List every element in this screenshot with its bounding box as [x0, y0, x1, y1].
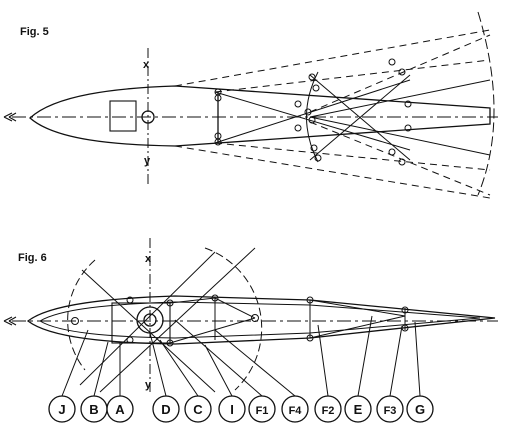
fig6-truss [169, 297, 406, 344]
fig6-callouts: J B A D C I F1 F4 F2 E F3 G [48, 395, 434, 423]
callout-label: D [161, 402, 170, 417]
callout-label: C [193, 402, 203, 417]
callout-circle [152, 395, 180, 423]
callout-label: F4 [289, 405, 303, 417]
callout-g: G [406, 395, 434, 423]
callout-label: I [230, 402, 234, 417]
callout-b: B [80, 395, 108, 423]
callout-label: F3 [384, 405, 397, 417]
fig6-dashed-arc-right [204, 247, 263, 391]
callout-f3: F3 [376, 395, 404, 423]
callout-circle [184, 395, 212, 423]
callout-circle [48, 395, 76, 423]
fig6-leader-lines [61, 315, 421, 397]
callout-e: E [344, 395, 372, 423]
callout-label: A [115, 402, 125, 417]
fig6-direction-arrow [3, 316, 17, 326]
callout-circle [406, 395, 434, 423]
callout-circle [248, 395, 276, 423]
callout-label: F2 [322, 405, 335, 417]
fig6-inner-outline [39, 301, 481, 339]
callout-label: J [58, 402, 65, 417]
callout-label: B [89, 402, 98, 417]
fig5-rectangle [109, 100, 137, 132]
callout-circle [281, 395, 309, 423]
callout-j: J [48, 395, 76, 423]
fig5-direction-arrow [3, 112, 17, 122]
callout-c: C [184, 395, 212, 423]
fig5-arc [477, 11, 495, 196]
callout-label: F1 [256, 405, 269, 417]
fig6-main-sheave-inner [143, 313, 157, 327]
figure-6-drawing: x y [3, 238, 498, 397]
fig5-label-x: x [143, 59, 150, 71]
callout-circle [106, 395, 134, 423]
callout-circle [314, 395, 342, 423]
callout-label: G [415, 402, 425, 417]
fig5-dashed-lines [174, 29, 491, 199]
fig6-dashed-arc [67, 259, 96, 371]
fig6-pulleys [71, 294, 409, 347]
fig5-inner-arc [306, 71, 319, 163]
callout-f4: F4 [281, 395, 309, 423]
fig6-hull-outline [26, 295, 496, 345]
fig6-label-y: y [145, 379, 152, 391]
callout-f1: F1 [248, 395, 276, 423]
fig6-central-box [111, 302, 171, 344]
callout-i: I [218, 395, 246, 423]
fig5-diagonals [214, 74, 491, 161]
callout-f2: F2 [314, 395, 342, 423]
fig5-hull-outline [29, 85, 491, 147]
figure-6-title: Fig. 6 [18, 252, 47, 264]
callout-a: A [106, 395, 134, 423]
fig6-label-x: x [145, 253, 152, 265]
callout-d: D [152, 395, 180, 423]
callout-circle [376, 395, 404, 423]
callout-circle [344, 395, 372, 423]
callout-label: E [354, 402, 363, 417]
figure-5-drawing: x y [3, 11, 498, 199]
fig5-circle [141, 110, 155, 124]
callout-circle [218, 395, 246, 423]
fig5-label-y: y [144, 155, 151, 167]
figure-5-title: Fig. 5 [20, 26, 49, 38]
fig6-cross-lines [79, 247, 256, 393]
fig5-pulleys [214, 58, 412, 166]
